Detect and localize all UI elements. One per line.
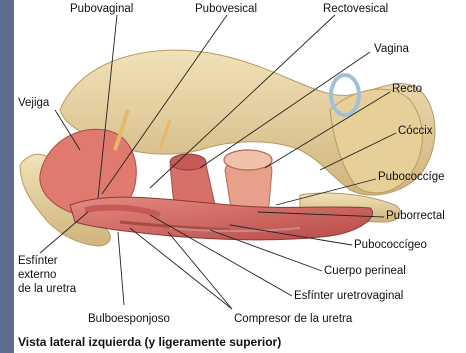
label-pubovesical: Pubovesical <box>195 3 257 15</box>
label-cuerpo-perineal: Cuerpo perineal <box>324 265 406 277</box>
label-rectovesical: Rectovesical <box>323 3 388 15</box>
label-vagina: Vagina <box>374 43 410 55</box>
label-pubovaginal: Pubovaginal <box>70 3 133 15</box>
label-recto: Recto <box>392 83 422 95</box>
label-puborrectal: Puborrectal <box>386 210 445 222</box>
figure-caption: Vista lateral izquierda (y ligeramente s… <box>18 335 281 349</box>
side-strip <box>0 0 14 353</box>
label-bulboesponjoso: Bulboesponjoso <box>88 313 170 325</box>
label-esfinter-externo-line3: de la uretra <box>18 283 77 295</box>
label-coccix: Cóccix <box>398 125 433 137</box>
label-esfinter-externo-line1: Esfínter <box>18 255 58 267</box>
label-esfinter-uretrovaginal: Esfínter uretrovaginal <box>294 290 403 302</box>
label-pubococcigeo: Pubococcígeo <box>354 239 427 251</box>
rectum-opening <box>224 150 272 170</box>
label-pubococcige: Pubococcíge <box>378 171 445 183</box>
label-vejiga: Vejiga <box>18 97 50 109</box>
label-compresor-uretra: Compresor de la uretra <box>234 313 353 325</box>
label-esfinter-externo-line2: externo <box>18 269 56 281</box>
